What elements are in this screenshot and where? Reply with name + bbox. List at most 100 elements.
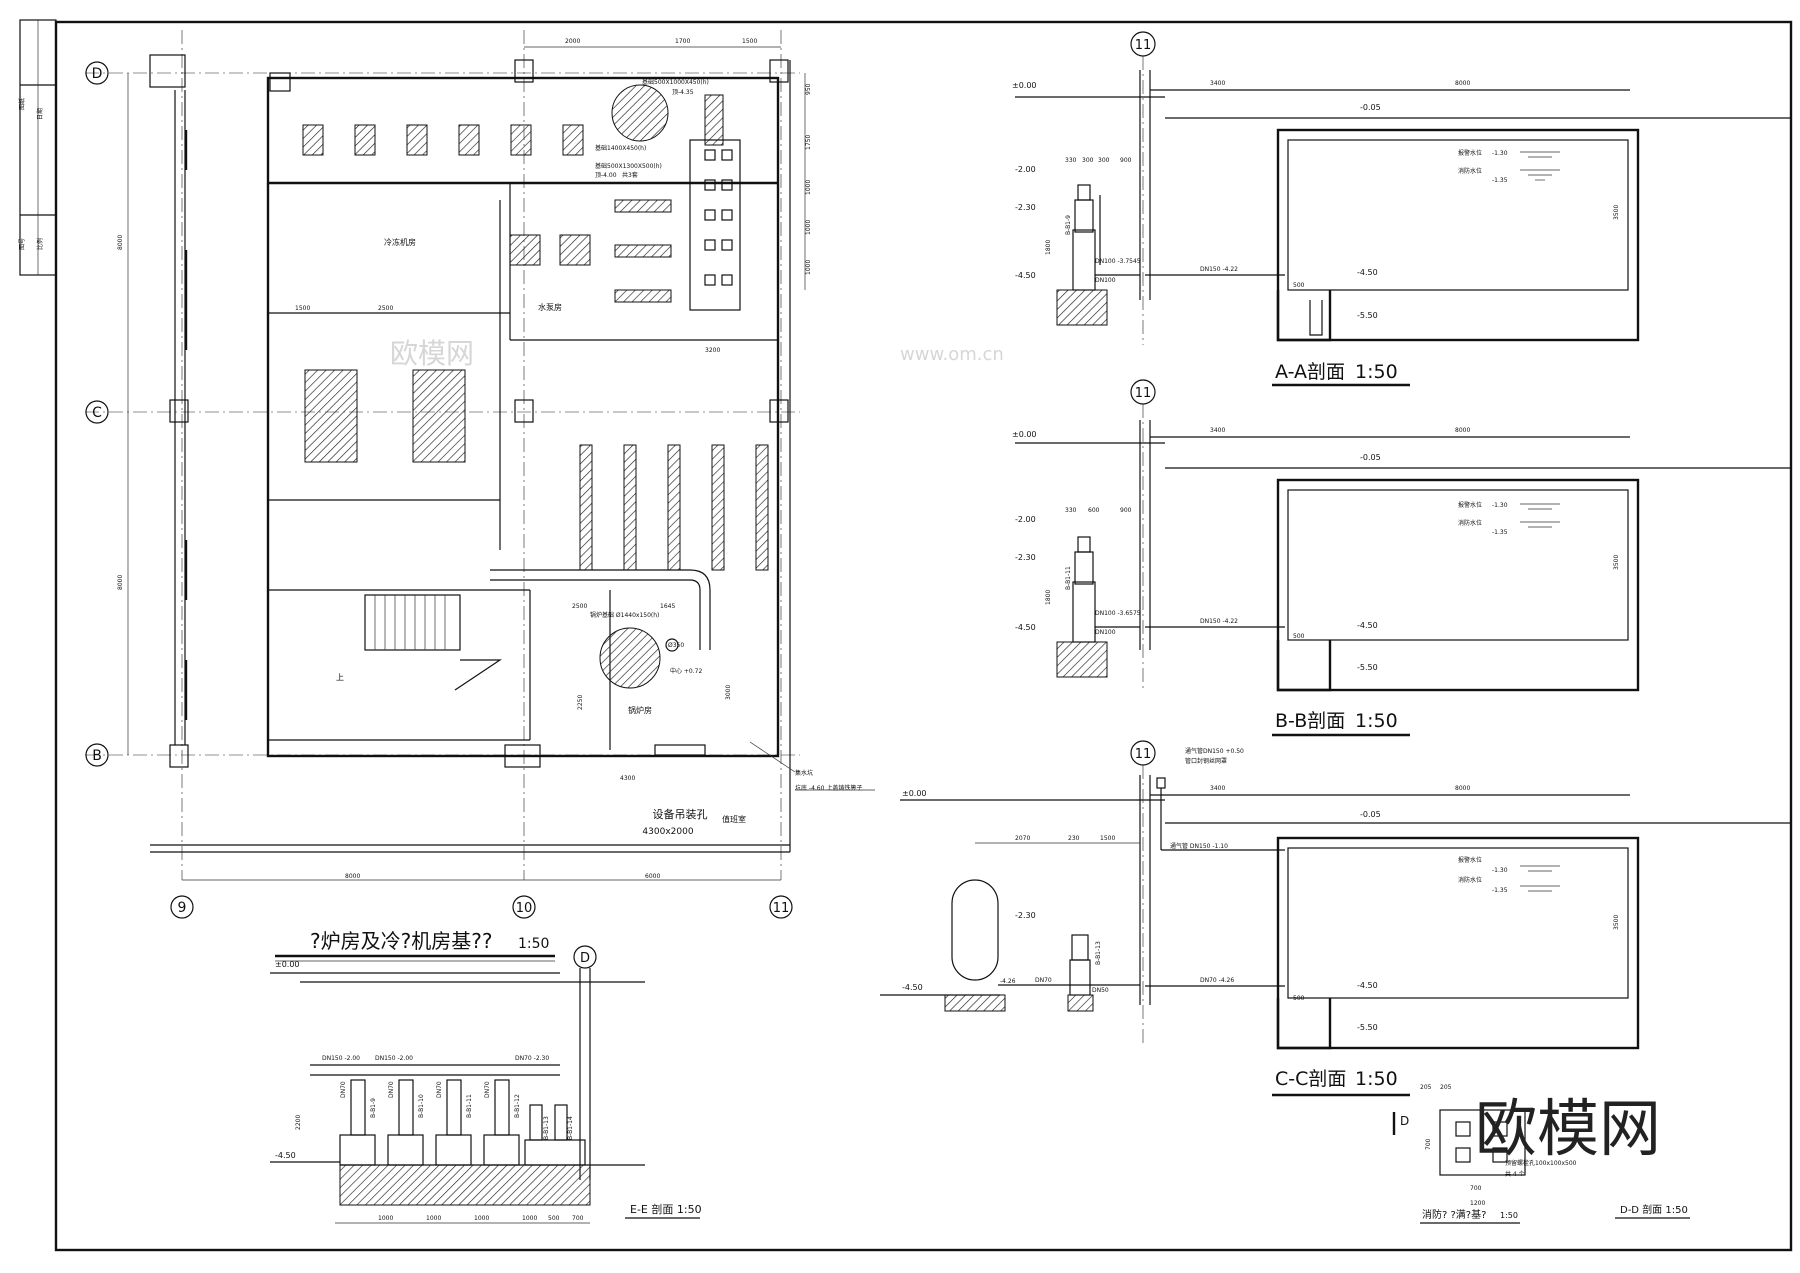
dim-ee-5: 500 — [548, 1215, 560, 1222]
note-base-2: 基础1400X450(h) — [595, 144, 646, 152]
axis-label-10: 10 — [516, 901, 533, 916]
note-diameter: Ø350 — [668, 642, 684, 649]
dim-right-5: 1000 — [805, 260, 812, 275]
watermark-faint: 欧模网 — [390, 337, 474, 370]
pipe-small-bb: DN100 — [1095, 629, 1116, 636]
dim-top-3: 1500 — [742, 38, 757, 45]
axis-cc: 11 — [1135, 747, 1152, 762]
note-top-2: 顶-4.00 — [595, 172, 617, 179]
elev-base-cc: -4.50 — [902, 983, 923, 992]
fire-value-cc: -1.35 — [1492, 887, 1508, 894]
section-scale-cc: 1:50 — [1355, 1068, 1398, 1090]
dim-fire-4: 700 — [1470, 1185, 1482, 1192]
elev-bottom-bb: -4.50 — [1357, 621, 1378, 630]
dim-depth-aa: 3500 — [1613, 205, 1620, 220]
pipe-v-cc: DN70 — [1035, 977, 1052, 984]
pump-tag-cc: B-B1-13 — [1095, 941, 1102, 965]
dim-aa-6: 900 — [1120, 157, 1132, 164]
elev-pump2-aa: -2.30 — [1015, 203, 1036, 212]
dim-inner-8: 2250 — [577, 695, 584, 710]
dim-aa-5: 300 — [1098, 157, 1110, 164]
dn-ee-1: DN70 — [340, 1081, 347, 1098]
titleblock-cell-4: 比例 — [36, 238, 44, 250]
dn-ee-3: DN70 — [436, 1081, 443, 1098]
titleblock-cell-3: 图号 — [19, 238, 26, 250]
fire-title: 消防? ?满?基? — [1422, 1208, 1486, 1221]
dim-cc-2: 8000 — [1455, 785, 1470, 792]
dn-ee-4: DN70 — [484, 1081, 491, 1098]
alarm-label-aa: 报警水位 — [1458, 149, 1482, 157]
section-title-dd: D-D 剖面 1:50 — [1620, 1203, 1688, 1216]
dim-inner-3: 2500 — [572, 603, 587, 610]
elev-pump2-cc: -4.26 — [1000, 978, 1016, 985]
pipe-ee-2: DN150 -2.00 — [375, 1055, 413, 1062]
axis-bubble-9 — [170, 895, 194, 919]
axis-bb: 11 — [1135, 386, 1152, 401]
hoist-label: 设备吊装孔 — [653, 807, 708, 821]
section-title-cc: C-C剖面 — [1275, 1068, 1346, 1090]
dim-aa-1: 3400 — [1210, 80, 1225, 87]
dim-aa-7: 1800 — [1045, 240, 1052, 255]
elev-ground-ee: ±0.00 — [275, 960, 300, 969]
sump-label: 集水坑 — [795, 769, 813, 777]
dim-aa-2: 8000 — [1455, 80, 1470, 87]
vent-note-cc: 通气管DN150 +0.50 — [1185, 747, 1244, 755]
fire-label-bb: 消防水位 — [1458, 519, 1482, 527]
dim-depth-bb: 3500 — [1613, 555, 1620, 570]
plan-scale: 1:50 — [518, 936, 549, 952]
section-cc: ±0.00 11 通气管DN150 +0.50 管口封钢丝网罩 3400 800… — [880, 740, 1790, 1097]
dim-aa-3: 330 — [1065, 157, 1077, 164]
elev-top-bb: -0.05 — [1360, 453, 1381, 462]
dim-ee-2: 1000 — [426, 1215, 441, 1222]
pipe-bb: DN150 -4.22 — [1200, 618, 1238, 625]
dim-ee-6: 700 — [572, 1215, 584, 1222]
fire-value-bb: -1.35 — [1492, 529, 1508, 536]
section-ee: ±0.00 D -4.50 DN150 -2.00 DN150 -2.00 DN… — [270, 945, 702, 1224]
section-scale-bb: 1:50 — [1355, 710, 1398, 732]
note-base-1: 基础500X1000X450(h) — [642, 78, 709, 86]
elev-pit-cc: -5.50 — [1357, 1023, 1378, 1032]
tag-ee-6: B-B1-14 — [567, 1116, 574, 1140]
room-duty: 值班室 — [722, 814, 746, 824]
dim-fire-2: 205 — [1440, 1084, 1452, 1091]
dim-cc-3: 2070 — [1015, 835, 1030, 842]
fire-scale: 1:50 — [1500, 1211, 1518, 1220]
axis-ee: D — [580, 951, 590, 966]
section-aa: ±0.00 11 3400 8000 -0.05 报警水位 -1.30 消防水位… — [1012, 31, 1790, 387]
dim-inner-5: 4300 — [620, 775, 635, 782]
dim-bb-6: 1800 — [1045, 590, 1052, 605]
dim-bb-3: 330 — [1065, 507, 1077, 514]
axis-label-b: B — [92, 748, 102, 764]
elev-ground-bb: ±0.00 — [1012, 430, 1037, 439]
elev-pump1-cc: -2.30 — [1015, 911, 1036, 920]
dim-cc-1: 3400 — [1210, 785, 1225, 792]
elev-bottom-ee: -4.50 — [275, 1151, 296, 1160]
tag-ee-4: B-B1-12 — [514, 1094, 521, 1118]
axis-bubble-b — [85, 743, 109, 767]
elev-pit-bb: -5.50 — [1357, 663, 1378, 672]
titleblock-cell-2: 日期 — [36, 108, 44, 120]
elev-pit-aa: -5.50 — [1357, 311, 1378, 320]
dim-inner-7: 3000 — [725, 685, 732, 700]
dim-inner-1: 1500 — [295, 305, 310, 312]
elev-base-bb: -4.50 — [1015, 623, 1036, 632]
dn-ee-2: DN70 — [388, 1081, 395, 1098]
dim-fire-5: 1200 — [1470, 1200, 1485, 1207]
dim-top-1: 2000 — [565, 38, 580, 45]
elev-bottom-aa: -4.50 — [1357, 268, 1378, 277]
dim-cc-5: 1500 — [1100, 835, 1115, 842]
room-boiler: 锅炉房 — [628, 705, 652, 715]
section-title-aa: A-A剖面 — [1275, 361, 1345, 383]
vent-note2-cc: 管口封钢丝网罩 — [1185, 757, 1227, 765]
pipe-cc: DN70 -4.26 — [1200, 977, 1234, 984]
dim-depth-cc: 3500 — [1613, 915, 1620, 930]
dim-ee-h: 2200 — [295, 1115, 302, 1130]
dim-bb-1: 3400 — [1210, 427, 1225, 434]
dim-left-2: 8000 — [117, 575, 124, 590]
dim-bb-2: 8000 — [1455, 427, 1470, 434]
dim-ee-4: 1000 — [522, 1215, 537, 1222]
pump-tag-bb: B-B1-11 — [1065, 566, 1072, 590]
tag-ee-5: B-B1-13 — [543, 1116, 550, 1140]
tag-ee-2: B-B1-10 — [418, 1094, 425, 1118]
